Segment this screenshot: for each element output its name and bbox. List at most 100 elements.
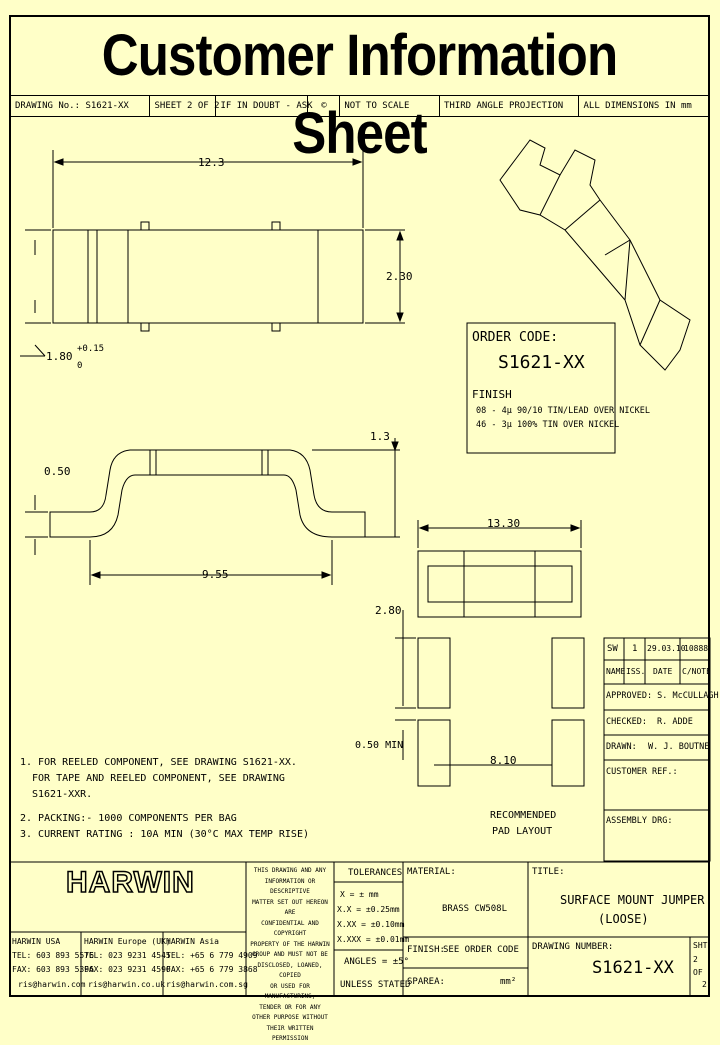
- note-3: 3. CURRENT RATING : 10A MIN (30°C MAX TE…: [20, 829, 309, 840]
- finish-option-1: 08 - 4μ 90/10 TIN/LEAD OVER NICKEL: [476, 406, 650, 416]
- note-2: 2. PACKING:- 1000 COMPONENTS PER BAG: [20, 813, 237, 824]
- tolerance-2: X.X = ±0.25mm: [337, 905, 400, 914]
- sht-of: OF: [693, 968, 703, 977]
- rev-iss: 1: [632, 644, 638, 654]
- copyright-line: THEIR WRITTEN PERMISSION: [266, 1024, 314, 1043]
- sht-number: 2: [693, 955, 698, 964]
- asia-label: HARWIN Asia: [166, 937, 219, 946]
- dim-pad-height: 2.80: [375, 604, 402, 617]
- dim-length: 12.3: [198, 156, 225, 169]
- units-label: ALL DIMENSIONS IN mm: [583, 101, 692, 111]
- copyright-line: PROPERTY OF THE HARWIN: [250, 940, 330, 948]
- dim-pad-gap: 0.50 MIN: [355, 740, 404, 751]
- approved: APPROVED: S. McCULLAGH: [606, 691, 719, 701]
- rev-cn: 10888: [684, 644, 709, 653]
- pad-upper-left: [417, 550, 582, 618]
- dim-rise: 1.3: [370, 430, 390, 443]
- rev-date: 29.03.10: [647, 644, 686, 653]
- customer-ref: CUSTOMER REF.:: [606, 767, 678, 777]
- note-1c: S1621-XXR.: [32, 789, 93, 800]
- copyright-line: GROUP AND MUST NOT BE: [252, 951, 328, 958]
- usa-label: HARWIN USA: [12, 937, 61, 946]
- asia-fax: FAX: +65 6 779 3868: [166, 965, 258, 974]
- checked-by: R. ADDE: [657, 717, 693, 727]
- finish-option-2: 46 - 3μ 100% TIN OVER NICKEL: [476, 420, 620, 430]
- europe-mail: ris@harwin.co.uk: [88, 980, 166, 989]
- tolerances-title: TOLERANCES: [348, 868, 403, 878]
- usa-mail: ris@harwin.com: [18, 980, 86, 989]
- drawing-number-label: DRAWING NUMBER:: [532, 942, 614, 952]
- finish-heading: FINISH: [472, 388, 512, 401]
- copyright-notice: THIS DRAWING AND ANY INFORMATION OR DESC…: [247, 866, 333, 1045]
- projection-label: THIRD ANGLE PROJECTION: [440, 96, 580, 116]
- tolerance-1: X = ± mm: [340, 890, 379, 899]
- copyright-line: INFORMATION OR DESCRIPTIVE: [264, 877, 316, 896]
- asia-mail: ris@harwin.com.sg: [166, 980, 248, 989]
- drawing-number: S1621-XX: [592, 958, 674, 978]
- pad-caption-2: PAD LAYOUT: [492, 826, 553, 837]
- rev-h-iss: ISS.: [626, 667, 646, 676]
- copyright-icon: ©: [308, 96, 341, 116]
- top-view-body: [52, 229, 364, 324]
- note-1a: 1. FOR REELED COMPONENT, SEE DRAWING S16…: [20, 757, 297, 768]
- harwin-logo: HARWIN: [65, 865, 195, 900]
- side-view-profile: [49, 449, 366, 538]
- drawing-no-label: DRAWING No.: S1621-XX: [11, 96, 151, 116]
- rev-name: SW: [607, 644, 618, 654]
- sheet-label: SHEET 2 OF 2: [150, 96, 220, 116]
- drawing-sheet: Customer Information Sheet DRAWING No.: …: [9, 15, 710, 997]
- material-label: MATERIAL:: [407, 867, 456, 877]
- header-strip: DRAWING No.: S1621-XX SHEET 2 OF 2 IF IN…: [11, 95, 708, 117]
- scale-label: NOT TO SCALE: [340, 96, 440, 116]
- sht-total: 2: [702, 980, 707, 989]
- tolerance-unless: UNLESS STATED: [340, 980, 411, 990]
- rev-h-cn: C/NOTE: [682, 667, 711, 676]
- title-label: TITLE:: [532, 867, 565, 877]
- tolerance-angles: ANGLES = ±5°: [344, 957, 410, 967]
- technical-drawing: [9, 139, 711, 997]
- part-title-2: (LOOSE): [598, 912, 649, 926]
- page-title: Customer Information Sheet: [101, 23, 618, 166]
- dim-tab: 1.80: [46, 350, 73, 363]
- part-title-1: SURFACE MOUNT JUMPER: [560, 893, 705, 907]
- drawn-by: W. J. BOUTNE: [648, 742, 710, 752]
- dim-thick: 0.50: [44, 465, 71, 478]
- copyright-line: OTHER PURPOSE WITHOUT: [252, 1014, 328, 1021]
- finish-value: SEE ORDER CODE: [443, 945, 519, 955]
- drawn-label: DRAWN:: [606, 742, 637, 752]
- sht-label: SHT: [693, 941, 708, 950]
- finish-label: FINISH:: [407, 945, 445, 955]
- copyright-line: DISCLOSED, LOANED, COPIED: [257, 961, 323, 980]
- sparea-unit: mm²: [500, 977, 517, 987]
- usa-tel: TEL: 603 893 5576: [12, 951, 94, 960]
- asia-tel: TEL: +65 6 779 4909: [166, 951, 258, 960]
- material-value: BRASS CW508L: [442, 904, 508, 914]
- dim-span: 9.55: [202, 568, 229, 581]
- dim-height: 2.30: [386, 270, 413, 283]
- dim-pad-pitch: 8.10: [490, 754, 517, 767]
- sparea-label: SPAREA:: [407, 977, 445, 987]
- checked-label: CHECKED:: [606, 717, 647, 727]
- tolerance-3: X.XX = ±0.10mm: [337, 920, 405, 929]
- order-code: S1621-XX: [498, 352, 585, 373]
- note-1b: FOR TAPE AND REELED COMPONENT, SEE DRAWI…: [32, 773, 285, 784]
- copyright-line: MATTER SET OUT HEREON ARE: [252, 898, 328, 917]
- usa-fax: FAX: 603 893 5396: [12, 965, 94, 974]
- tolerance-4: X.XXX = ±0.01mm: [337, 935, 410, 944]
- rev-h-date: DATE: [653, 667, 673, 676]
- europe-label: HARWIN Europe (UK): [84, 937, 171, 946]
- dim-pad-width: 13.30: [487, 517, 521, 530]
- copyright-line: THIS DRAWING AND ANY: [253, 867, 327, 874]
- pad-caption-1: RECOMMENDED: [490, 810, 557, 821]
- copyright-line: TENDER OR FOR ANY: [259, 1003, 321, 1011]
- rev-h-name: NAME: [606, 667, 626, 676]
- copyright-line: OR USED FOR MANUFACTURING,: [264, 982, 316, 1001]
- order-code-label: ORDER CODE:: [472, 330, 559, 345]
- dim-tol-plus: +0.15: [77, 344, 105, 354]
- assembly-drg: ASSEMBLY DRG:: [606, 816, 673, 826]
- europe-fax: FAX: 023 9231 4590: [84, 965, 171, 974]
- doubt-label: IF IN DOUBT - ASK: [216, 96, 313, 116]
- europe-tel: TEL: 023 9231 4545: [84, 951, 171, 960]
- copyright-line: CONFIDENTIAL AND COPYRIGHT: [261, 919, 319, 938]
- dim-tol-zero: 0: [77, 361, 83, 371]
